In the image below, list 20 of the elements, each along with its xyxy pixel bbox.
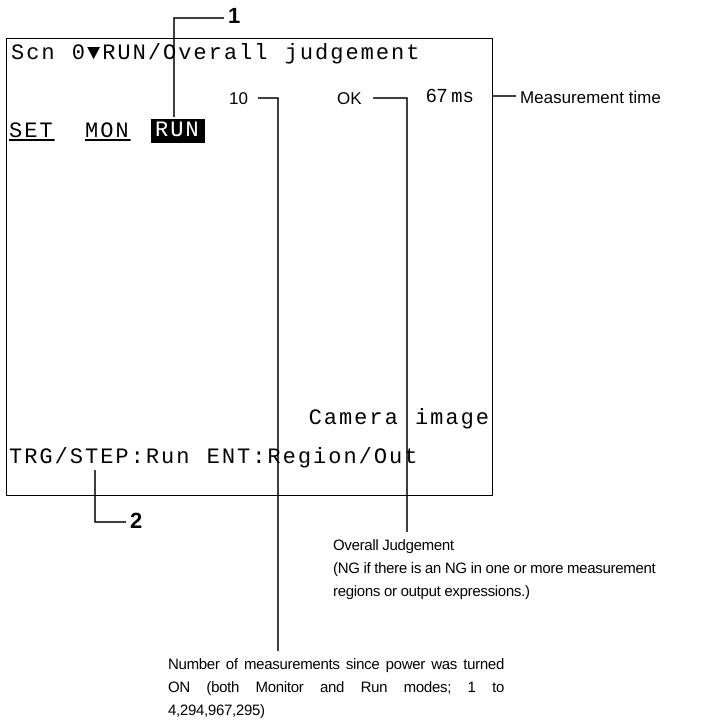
measurement-count: 10 (229, 90, 248, 107)
annotation-text: Measurement time (520, 89, 661, 106)
annotation-line: (NG if there is an NG in one or more measurement regions or output expressions.) (333, 559, 656, 602)
leader-line (373, 97, 408, 532)
menu-option: SET (9, 121, 55, 143)
callout-number: 1 (228, 5, 240, 27)
menu-option: MON (85, 121, 131, 143)
time-unit: ms (451, 88, 474, 107)
leader-line (492, 95, 516, 97)
leader-line (258, 97, 279, 651)
time-number: 67 (426, 87, 448, 106)
annotation-line: Overall Judgement (333, 536, 455, 556)
image-label: Camera image (301, 408, 491, 430)
display-screen (6, 38, 493, 496)
leader-line (94, 470, 126, 523)
callout-number: 2 (130, 510, 142, 532)
leader-line (173, 17, 224, 117)
judgement-result: OK (337, 90, 362, 107)
annotation-text: Number of measurements since power was turned ON (both Monitor and Run modes; 1 to 4,294,967,295) (168, 653, 504, 721)
selected-menu-option: RUN (151, 119, 205, 143)
